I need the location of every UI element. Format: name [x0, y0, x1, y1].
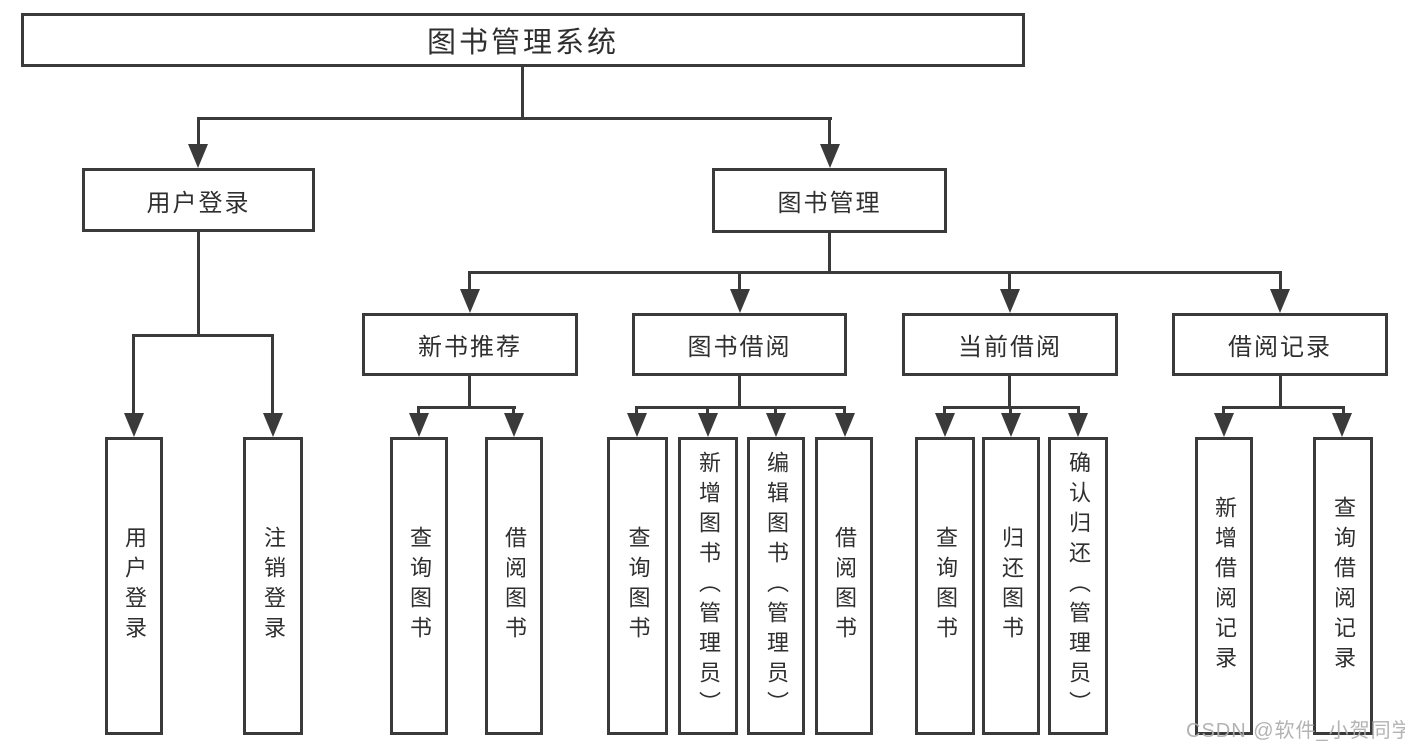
arrowhead-leaf-user-login — [124, 413, 144, 437]
connector-borrow-records-stem — [1279, 376, 1282, 408]
arrowhead-leaf — [1332, 413, 1352, 437]
arrowhead-leaf — [766, 413, 786, 437]
connector-stem — [132, 335, 135, 415]
leaf-logout: 注销登录 — [243, 437, 303, 735]
arrowhead-leaf — [627, 413, 647, 437]
arrowhead-leaf — [1068, 413, 1088, 437]
connector-stem — [828, 118, 831, 146]
connector-stem — [1222, 407, 1225, 415]
arrowhead-current-borrow — [1000, 289, 1020, 313]
connector-stem — [843, 407, 846, 415]
arrowhead-leaf — [835, 413, 855, 437]
leaf-label: 查询图书 — [933, 526, 958, 646]
connector-stem — [1008, 272, 1011, 291]
connector-stem — [197, 118, 200, 146]
connector-book-borrow-stem — [738, 376, 741, 408]
connector-user-login-branch — [132, 334, 274, 337]
connector-stem — [774, 407, 777, 415]
connector-stem — [1009, 407, 1012, 415]
leaf-borrow-books-2: 借阅图书 — [815, 437, 873, 735]
node-current-borrow: 当前借阅 — [902, 313, 1118, 376]
arrowhead-user-login — [188, 144, 208, 168]
leaf-label: 归还图书 — [999, 526, 1024, 646]
arrowhead-leaf — [1001, 413, 1021, 437]
connector-stem — [417, 407, 420, 415]
connector-stem — [738, 272, 741, 291]
leaf-label: 查询图书 — [407, 526, 432, 646]
leaf-label: 编辑图书（管理员） — [764, 451, 789, 721]
watermark: CSDN @软件_小贺同学 — [1186, 720, 1405, 742]
leaf-borrow-books-recommend: 借阅图书 — [485, 437, 543, 735]
leaf-edit-book-admin: 编辑图书（管理员） — [747, 437, 805, 735]
node-user-login: 用户登录 — [82, 168, 315, 232]
arrowhead-borrow-records — [1270, 289, 1290, 313]
node-new-book-recommend: 新书推荐 — [362, 313, 578, 376]
arrowhead-leaf — [935, 413, 955, 437]
leaf-add-borrow-record: 新增借阅记录 — [1195, 437, 1253, 735]
node-book-management: 图书管理 — [712, 168, 947, 233]
arrowhead-new-book-recommend — [460, 289, 480, 313]
connector-stem — [635, 407, 638, 415]
connector-stem — [512, 407, 515, 415]
arrowhead-book-borrow — [730, 289, 750, 313]
leaf-query-books-current: 查询图书 — [915, 437, 975, 735]
leaf-query-borrow-record: 查询借阅记录 — [1313, 437, 1373, 735]
connector-root-stem — [521, 67, 524, 119]
connector-new-book-branch — [417, 406, 516, 409]
connector-new-book-stem — [468, 376, 471, 408]
connector-stem — [271, 335, 274, 415]
arrowhead-leaf — [504, 413, 524, 437]
connector-stem — [1279, 272, 1282, 291]
connector-book-borrow-branch — [635, 406, 846, 409]
connector-stem — [468, 272, 471, 291]
leaf-user-login: 用户登录 — [105, 437, 163, 735]
connector-stem — [1342, 407, 1345, 415]
leaf-label: 查询借阅记录 — [1331, 496, 1356, 676]
leaf-label: 借阅图书 — [502, 526, 527, 646]
connector-borrow-records-branch — [1222, 406, 1345, 409]
arrowhead-leaf — [698, 413, 718, 437]
connector-book-management-stem — [828, 233, 831, 273]
leaf-query-books-recommend: 查询图书 — [390, 437, 448, 735]
leaf-label: 用户登录 — [122, 526, 147, 646]
leaf-label: 新增图书（管理员） — [696, 451, 721, 721]
connector-level3-branch — [468, 271, 1282, 274]
leaf-confirm-return-admin: 确认归还（管理员） — [1048, 437, 1108, 735]
node-root: 图书管理系统 — [21, 13, 1025, 67]
leaf-return-books: 归还图书 — [982, 437, 1040, 735]
leaf-add-book-admin: 新增图书（管理员） — [678, 437, 738, 735]
connector-current-borrow-stem — [1008, 376, 1011, 408]
arrowhead-book-management — [820, 144, 840, 168]
leaf-label: 确认归还（管理员） — [1066, 451, 1091, 721]
arrowhead-leaf — [1214, 413, 1234, 437]
arrowhead-leaf-logout — [263, 413, 283, 437]
connector-level2-branch — [197, 117, 832, 120]
leaf-label: 注销登录 — [261, 526, 286, 646]
leaf-label: 借阅图书 — [832, 526, 857, 646]
leaf-label: 查询图书 — [625, 526, 651, 646]
node-borrow-records: 借阅记录 — [1172, 313, 1388, 376]
leaf-label: 新增借阅记录 — [1212, 496, 1237, 676]
node-book-borrow: 图书借阅 — [632, 313, 847, 376]
connector-stem — [943, 407, 946, 415]
arrowhead-leaf — [409, 413, 429, 437]
connector-stem — [706, 407, 709, 415]
connector-user-login-stem — [197, 232, 200, 336]
connector-stem — [1077, 407, 1080, 415]
leaf-query-books-borrow: 查询图书 — [607, 437, 668, 735]
